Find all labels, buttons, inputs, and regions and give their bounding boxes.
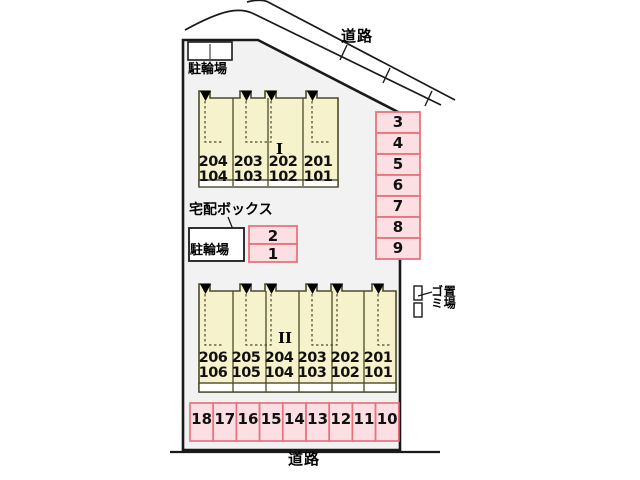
unit-label: 203 103 xyxy=(231,155,265,184)
parking-stall-number: 9 xyxy=(392,239,404,257)
unit-label: 202 102 xyxy=(266,155,300,184)
unit-upper: 202 xyxy=(268,154,298,170)
unit-lower: 101 xyxy=(363,364,393,381)
building-I xyxy=(198,90,339,188)
unit-label: 202 102 xyxy=(328,351,362,380)
parking-stall-number: 17 xyxy=(214,410,236,428)
parking-stall-number: 11 xyxy=(353,410,375,428)
garbage-area-label-col2: 置場 xyxy=(442,285,457,309)
unit-lower: 102 xyxy=(330,364,360,381)
unit-label: 204 104 xyxy=(196,155,230,184)
parking-stall-number: 4 xyxy=(392,134,404,152)
unit-lower: 104 xyxy=(198,168,228,185)
parking-stall-number: 13 xyxy=(307,410,329,428)
parking-stall-number: 1 xyxy=(267,245,279,263)
unit-upper: 206 xyxy=(198,350,228,366)
parking-stall-number: 14 xyxy=(283,410,305,428)
parking-stall-number: 8 xyxy=(392,218,404,236)
unit-upper: 204 xyxy=(198,154,228,170)
road-label-bottom: 道路 xyxy=(288,450,321,468)
building-II xyxy=(198,283,397,393)
unit-upper: 201 xyxy=(303,154,333,170)
parking-stall-number: 2 xyxy=(267,227,279,245)
unit-lower: 105 xyxy=(231,364,261,381)
parking-stalls-right xyxy=(375,111,421,260)
parking-stall-number: 12 xyxy=(330,410,352,428)
bike-parking-label-bottom: 駐輪場 xyxy=(190,243,230,258)
garbage-marker xyxy=(413,285,433,318)
unit-label: 203 103 xyxy=(295,351,329,380)
parking-stalls-middle xyxy=(248,225,298,263)
bike-parking-top xyxy=(187,41,233,61)
unit-label: 201 101 xyxy=(301,155,335,184)
unit-upper: 202 xyxy=(330,350,360,366)
unit-label: 206 106 xyxy=(196,351,230,380)
unit-upper: 201 xyxy=(363,350,393,366)
parking-stalls-bottom xyxy=(189,402,400,442)
road-top xyxy=(184,0,456,107)
unit-label: 204 104 xyxy=(262,351,296,380)
bike-parking-label-top: 駐輪場 xyxy=(188,62,228,77)
parking-stall-number: 15 xyxy=(260,410,282,428)
road-label-top: 道路 xyxy=(341,27,374,45)
parking-stall-number: 18 xyxy=(191,410,213,428)
unit-upper: 205 xyxy=(231,350,261,366)
unit-upper: 203 xyxy=(233,154,263,170)
garbage-area-label: 置場 ゴミ xyxy=(429,285,457,309)
unit-lower: 104 xyxy=(264,364,294,381)
unit-lower: 106 xyxy=(198,364,228,381)
building-mark-I: I xyxy=(276,140,284,158)
garbage-area-label-col1: ゴミ xyxy=(429,285,444,309)
unit-upper: 204 xyxy=(264,350,294,366)
parking-stall-number: 5 xyxy=(392,155,404,173)
unit-upper: 203 xyxy=(297,350,327,366)
parking-stall-number: 7 xyxy=(392,197,404,215)
parking-stall-number: 6 xyxy=(392,176,404,194)
building-mark-II: II xyxy=(278,329,293,347)
unit-lower: 101 xyxy=(303,168,333,185)
unit-label: 205 105 xyxy=(229,351,263,380)
parking-stall-number: 10 xyxy=(376,410,398,428)
bike-parking-bottom-box xyxy=(188,227,245,262)
unit-lower: 103 xyxy=(297,364,327,381)
unit-label: 201 101 xyxy=(361,351,395,380)
parking-stall-number: 3 xyxy=(392,113,404,131)
parking-stall-number: 16 xyxy=(237,410,259,428)
unit-lower: 103 xyxy=(233,168,263,185)
unit-lower: 102 xyxy=(268,168,298,185)
delivery-box-label: 宅配ボックス xyxy=(189,202,273,218)
